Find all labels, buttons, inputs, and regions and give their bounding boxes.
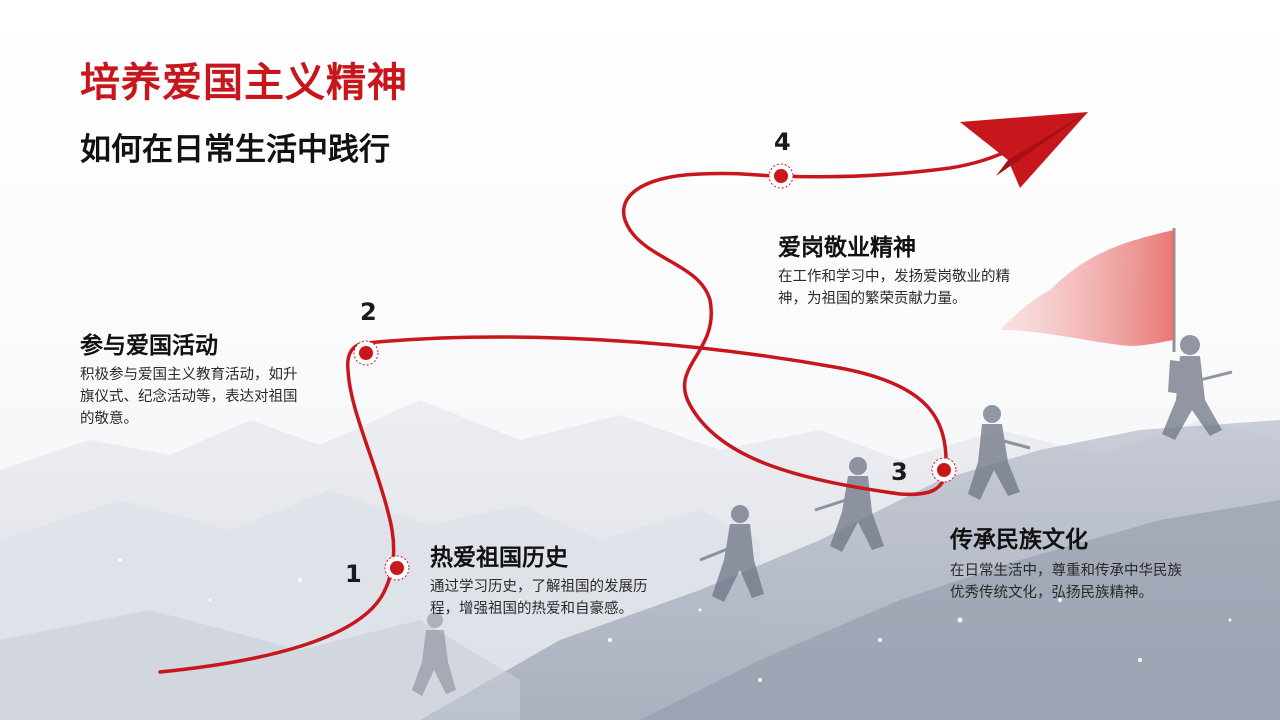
step-number-1: 1 — [345, 560, 362, 588]
step-number-3: 3 — [891, 458, 908, 486]
step-title-3: 传承民族文化 — [950, 527, 1088, 553]
step-number-4: 4 — [774, 128, 791, 156]
step-dot-1 — [384, 555, 410, 581]
connector-line — [158, 148, 1012, 674]
flag-icon — [1000, 228, 1176, 352]
page-title: 培养爱国主义精神 — [80, 60, 408, 106]
step-desc-3: 在日常生活中，尊重和传承中华民族优秀传统文化，弘扬民族精神。 — [950, 563, 1182, 601]
step-title-1: 热爱祖国历史 — [430, 545, 568, 571]
paper-plane-icon — [960, 112, 1088, 188]
step-desc-1: 通过学习历史，了解祖国的发展历程，增强祖国的热爱和自豪感。 — [430, 579, 648, 617]
step-title-4: 爱岗敬业精神 — [778, 235, 916, 261]
step-desc-4: 在工作和学习中，发扬爱岗敬业的精神，为祖国的繁荣贡献力量。 — [778, 269, 1010, 307]
page-subtitle: 如何在日常生活中践行 — [80, 132, 390, 168]
step-dot-3 — [931, 457, 957, 483]
step-dot-2 — [353, 340, 379, 366]
step-desc-2: 积极参与爱国主义教育活动，如升旗仪式、纪念活动等，表达对祖国的敬意。 — [80, 367, 298, 427]
step-title-2: 参与爱国活动 — [80, 333, 218, 359]
step-number-2: 2 — [360, 298, 377, 326]
step-dot-4 — [768, 163, 794, 189]
